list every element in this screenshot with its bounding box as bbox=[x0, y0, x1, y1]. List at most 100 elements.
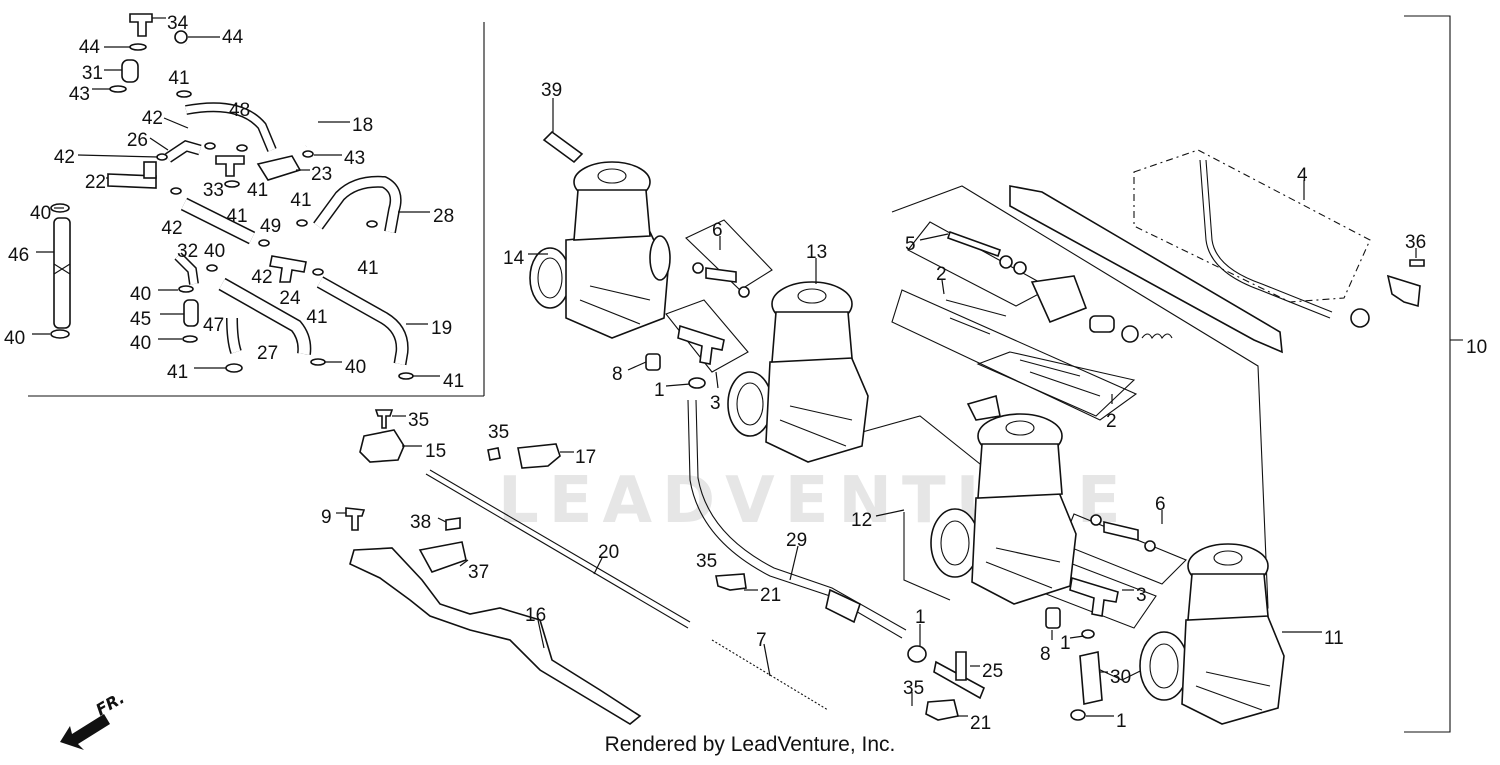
leader-line-20 bbox=[593, 557, 603, 575]
part-callout-41d: 41 bbox=[290, 190, 311, 211]
part-callout-25: 25 bbox=[982, 661, 1003, 682]
part-callout-42b: 42 bbox=[54, 147, 75, 168]
part-callout-1b: 1 bbox=[915, 607, 926, 628]
small-parts bbox=[345, 130, 1425, 725]
part-callout-40a: 40 bbox=[30, 203, 51, 224]
part-callout-8a: 8 bbox=[612, 364, 623, 385]
leader-line-16 bbox=[537, 619, 545, 649]
part-callout-42a: 42 bbox=[142, 108, 163, 129]
leader-line-3a bbox=[715, 371, 719, 389]
part-callout-6a: 6 bbox=[712, 220, 723, 241]
part-callout-32: 32 bbox=[177, 241, 198, 262]
carburetor-13 bbox=[727, 281, 869, 463]
part-callout-1c: 1 bbox=[1060, 633, 1071, 654]
leader-line-26 bbox=[149, 137, 169, 151]
leader-line-38 bbox=[437, 517, 447, 523]
part-callout-4: 4 bbox=[1297, 165, 1308, 186]
part-callout-9: 9 bbox=[321, 507, 332, 528]
part-callout-35b: 35 bbox=[488, 422, 509, 443]
part-callout-41f: 41 bbox=[306, 307, 327, 328]
part-callout-41a: 41 bbox=[168, 68, 189, 89]
part-callout-23: 23 bbox=[311, 164, 332, 185]
leader-line-1a bbox=[665, 383, 691, 387]
part-callout-26: 26 bbox=[127, 130, 148, 151]
part-callout-21a: 21 bbox=[760, 585, 781, 606]
part-callout-14: 14 bbox=[503, 248, 525, 269]
part-callout-42c: 42 bbox=[161, 218, 182, 239]
part-callout-41h: 41 bbox=[443, 371, 464, 392]
part-callout-19: 19 bbox=[431, 318, 452, 339]
part-callout-40e: 40 bbox=[130, 333, 151, 354]
leader-line-2a bbox=[941, 279, 945, 295]
part-callout-30: 30 bbox=[1110, 667, 1131, 688]
assembly-bracket bbox=[1404, 15, 1463, 733]
front-direction-label: FR. bbox=[93, 688, 128, 719]
part-callout-31: 31 bbox=[82, 63, 103, 84]
leader-line-8a bbox=[627, 361, 647, 371]
part-callout-13: 13 bbox=[806, 242, 827, 263]
part-callout-39: 39 bbox=[541, 80, 562, 101]
part-callout-43b: 43 bbox=[344, 148, 365, 169]
leader-line-37 bbox=[459, 559, 469, 567]
carburetor-12 bbox=[930, 394, 1077, 605]
part-callout-34: 34 bbox=[167, 13, 189, 34]
part-callout-17: 17 bbox=[575, 447, 596, 468]
leader-line-5 bbox=[919, 233, 949, 241]
part-callout-49: 49 bbox=[260, 216, 281, 237]
part-callout-40f: 40 bbox=[345, 357, 366, 378]
part-callout-40d: 40 bbox=[4, 328, 25, 349]
part-callout-48: 48 bbox=[229, 100, 250, 121]
part-callout-36: 36 bbox=[1405, 232, 1426, 253]
part-callout-22: 22 bbox=[85, 172, 106, 193]
part-callout-29: 29 bbox=[786, 530, 807, 551]
part-callout-44a: 44 bbox=[79, 37, 101, 58]
part-callout-12: 12 bbox=[851, 510, 872, 531]
part-callout-38: 38 bbox=[410, 512, 431, 533]
leader-line-29 bbox=[789, 545, 799, 581]
part-callout-11: 11 bbox=[1324, 628, 1344, 649]
part-callout-40c: 40 bbox=[130, 284, 151, 305]
leader-line-42a bbox=[163, 117, 189, 129]
part-callout-35d: 35 bbox=[903, 678, 924, 699]
part-callout-10: 10 bbox=[1466, 337, 1487, 358]
leader-line-1c bbox=[1069, 635, 1085, 639]
part-callout-2a: 2 bbox=[936, 264, 947, 285]
part-callout-3b: 3 bbox=[1136, 585, 1147, 606]
hose-kit-inset-border bbox=[28, 22, 485, 397]
carburetor-11 bbox=[1139, 543, 1285, 725]
leader-line-12 bbox=[875, 509, 905, 517]
part-callout-33: 33 bbox=[203, 180, 224, 201]
part-callout-8b: 8 bbox=[1040, 644, 1051, 665]
part-callout-18: 18 bbox=[352, 115, 373, 136]
part-callout-2b: 2 bbox=[1106, 411, 1117, 432]
part-callout-35c: 35 bbox=[696, 551, 717, 572]
part-callout-24: 24 bbox=[279, 288, 301, 309]
carburetor-14 bbox=[529, 161, 671, 339]
part-callout-1a: 1 bbox=[654, 380, 665, 401]
part-callout-40b: 40 bbox=[204, 241, 225, 262]
part-callout-6b: 6 bbox=[1155, 494, 1166, 515]
part-callout-3a: 3 bbox=[710, 393, 721, 414]
part-callout-35a: 35 bbox=[408, 410, 429, 431]
part-callout-21b: 21 bbox=[970, 713, 991, 734]
part-callout-20: 20 bbox=[598, 542, 619, 563]
part-callout-37: 37 bbox=[468, 562, 489, 583]
part-callout-7: 7 bbox=[756, 630, 767, 651]
part-callout-16: 16 bbox=[525, 605, 546, 626]
part-callout-1d: 1 bbox=[1116, 711, 1127, 732]
leader-line-7 bbox=[763, 643, 771, 677]
part-callout-44b: 44 bbox=[222, 27, 244, 48]
part-callout-41e: 41 bbox=[357, 258, 378, 279]
part-callout-43a: 43 bbox=[69, 84, 90, 105]
footer-credit: Rendered by LeadVenture, Inc. bbox=[604, 733, 896, 756]
part-callout-47: 47 bbox=[203, 315, 224, 336]
part-callout-42d: 42 bbox=[251, 267, 272, 288]
part-callout-27: 27 bbox=[257, 343, 278, 364]
hose-kit-parts bbox=[50, 13, 414, 380]
part-callout-46: 46 bbox=[8, 245, 29, 266]
leader-line-42b bbox=[77, 154, 159, 158]
part-callout-5: 5 bbox=[905, 234, 916, 255]
part-callout-41b: 41 bbox=[247, 180, 268, 201]
